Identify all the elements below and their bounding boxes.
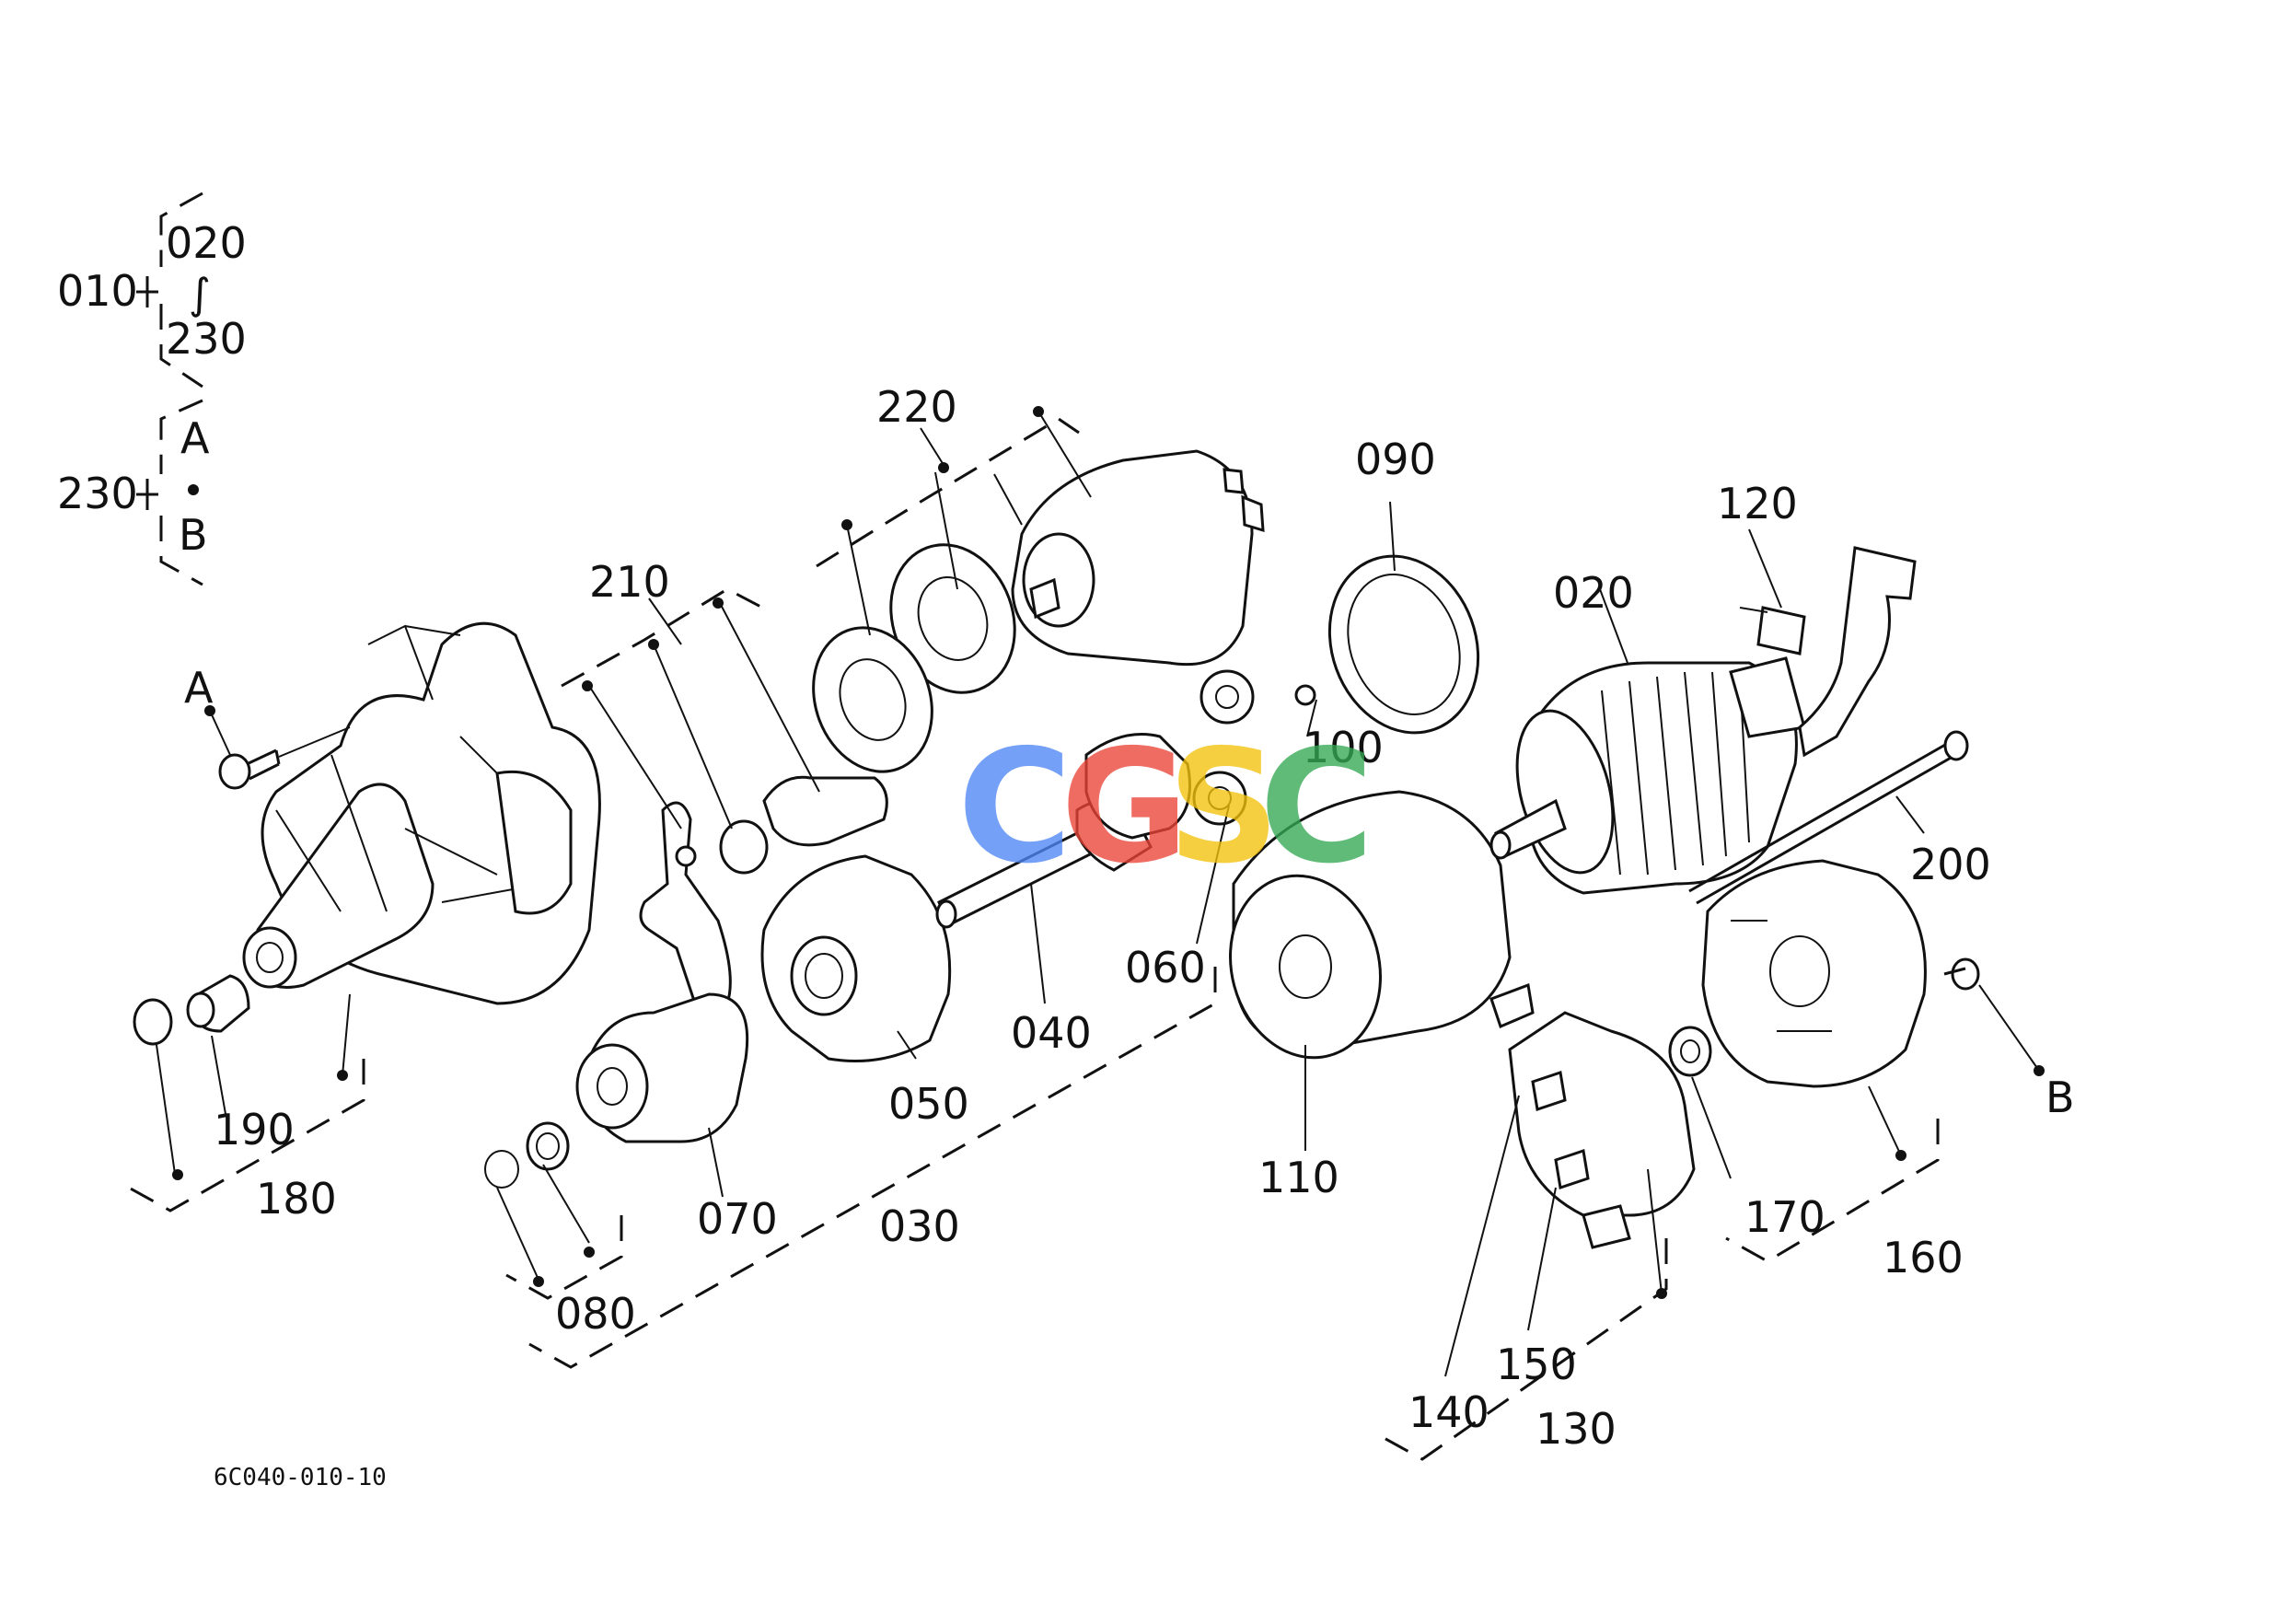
- callout-030: 030: [879, 1201, 960, 1251]
- part-020-armature: [1489, 656, 1806, 895]
- callout-090: 090: [1355, 435, 1436, 484]
- note-assembly-parent: 010: [57, 266, 138, 316]
- callout-220: 220: [876, 382, 957, 432]
- callout-190: 190: [214, 1105, 295, 1154]
- part-100-steel-ball: [1294, 684, 1316, 706]
- callout-B: B: [2045, 1073, 2075, 1122]
- part-050-center-bracket: [760, 854, 952, 1062]
- callout-040: 040: [1011, 1008, 1092, 1058]
- bracket-030: [528, 967, 1217, 1369]
- bracket-160: [1725, 1119, 1940, 1263]
- part-220-magnetic-switch: [812, 449, 1265, 773]
- watermark-letter-2: G: [1060, 716, 1189, 899]
- bracket-210: [561, 587, 772, 688]
- callout-080: 080: [555, 1289, 636, 1339]
- part-180-drive-housing: [242, 621, 601, 1005]
- watermark-logo: C G S C: [957, 716, 1374, 899]
- note-assembly-tilde: ∫: [189, 269, 211, 319]
- assembly-note: 010 020 ∫ 230: [57, 191, 247, 389]
- part-060-planetary-gears: [1084, 669, 1255, 840]
- part-200-through-bolt: [1688, 730, 1969, 905]
- callout-150: 150: [1496, 1340, 1577, 1389]
- watermark-letter-3: S: [1167, 716, 1280, 899]
- note-kit-parent: 230: [57, 469, 138, 518]
- callout-070: 070: [697, 1194, 778, 1244]
- callout-050: 050: [888, 1079, 969, 1129]
- callout-labels: 220 210 090 100 060 040 050 070 030 080 …: [184, 382, 2075, 1454]
- part-170-bearing: [1668, 1026, 1712, 1077]
- bracket-130: [1380, 1238, 1668, 1461]
- part-130-brush-holder: [1489, 982, 1696, 1249]
- callout-160: 160: [1883, 1233, 1964, 1282]
- callout-060: 060: [1125, 943, 1206, 992]
- bracket-080: [505, 1215, 623, 1300]
- leader-lines: [156, 406, 2045, 1377]
- note-kit-first: A: [180, 413, 210, 463]
- callout-140: 140: [1408, 1387, 1489, 1437]
- callout-A: A: [184, 663, 214, 713]
- note-kit-separator-dot: [188, 484, 199, 495]
- note-kit-last: B: [179, 510, 208, 560]
- callout-170: 170: [1744, 1192, 1825, 1242]
- drawing-reference: 6C040-010-10: [214, 1464, 387, 1491]
- part-A-screw: [218, 726, 351, 790]
- watermark-letter-1: C: [957, 716, 1072, 899]
- part-140-brush: [1531, 1071, 1567, 1111]
- note-assembly-last: 230: [166, 314, 247, 364]
- part-190-bushing-and-cap: [133, 974, 250, 1046]
- part-150-brush-spring: [1554, 1149, 1590, 1189]
- watermark-letter-4: C: [1259, 716, 1374, 899]
- callout-110: 110: [1258, 1153, 1339, 1202]
- callout-200: 200: [1910, 840, 1991, 889]
- part-210-shift-lever-set: [639, 775, 888, 1015]
- callout-180: 180: [256, 1174, 337, 1224]
- bracket-220: [816, 417, 1080, 568]
- kit-note: 230 A B: [57, 399, 210, 586]
- part-080-snap-ring-and-stop: [484, 1121, 570, 1189]
- bracket-180: [128, 1059, 365, 1212]
- part-120-brush-lead: [1756, 546, 1917, 758]
- callout-020: 020: [1553, 568, 1634, 618]
- part-B-screw: [1943, 957, 1980, 991]
- part-160-rear-end-frame: [1701, 859, 1927, 1088]
- callout-210: 210: [589, 557, 670, 607]
- part-110-yoke: [1229, 790, 1512, 1060]
- note-assembly-first: 020: [166, 218, 247, 268]
- callout-130: 130: [1536, 1404, 1617, 1454]
- callout-100: 100: [1303, 723, 1384, 772]
- part-090-internal-gear: [1327, 554, 1480, 735]
- part-070-pinion-clutch: [575, 992, 749, 1143]
- callout-120: 120: [1717, 479, 1798, 528]
